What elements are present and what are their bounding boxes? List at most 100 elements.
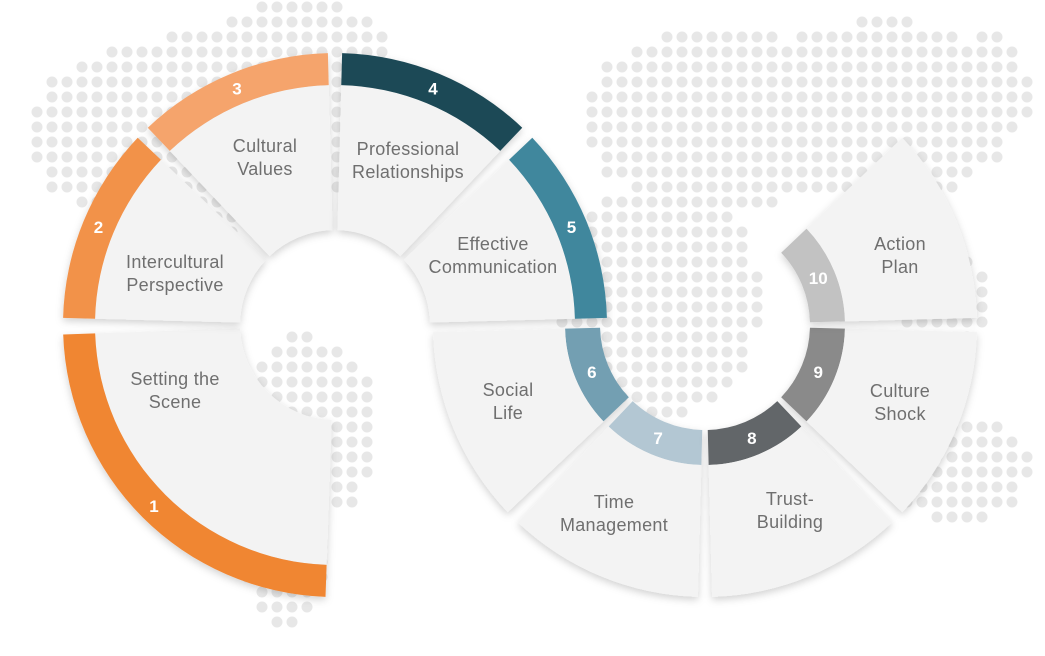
map-dot (691, 271, 703, 283)
map-dot (856, 31, 868, 43)
map-dot (46, 121, 58, 133)
map-dot (346, 466, 358, 478)
map-dot (616, 376, 628, 388)
map-dot (1006, 451, 1018, 463)
map-dot (751, 196, 763, 208)
map-dot (181, 61, 193, 73)
map-dot (841, 31, 853, 43)
map-dot (646, 166, 658, 178)
map-dot (361, 406, 373, 418)
map-dot (961, 46, 973, 58)
map-dot (736, 316, 748, 328)
map-dot (766, 166, 778, 178)
map-dot (721, 136, 733, 148)
map-dot (961, 136, 973, 148)
segment-panel (169, 85, 333, 257)
map-dot (931, 31, 943, 43)
map-dot (646, 346, 658, 358)
map-dot (586, 121, 598, 133)
map-dot (976, 61, 988, 73)
map-dot (166, 61, 178, 73)
map-dot (796, 136, 808, 148)
segment-10 (781, 137, 977, 323)
map-dot (91, 151, 103, 163)
map-dot (946, 76, 958, 88)
map-dot (781, 46, 793, 58)
map-dot (916, 31, 928, 43)
map-dot (646, 46, 658, 58)
map-dot (871, 121, 883, 133)
map-dot (706, 286, 718, 298)
map-dot (691, 106, 703, 118)
map-dot (331, 496, 343, 508)
map-dot (691, 31, 703, 43)
map-dot (616, 166, 628, 178)
map-dot (316, 376, 328, 388)
map-dot (316, 31, 328, 43)
map-dot (271, 601, 283, 613)
map-dot (751, 286, 763, 298)
map-dot (976, 466, 988, 478)
map-dot (646, 181, 658, 193)
map-dot (181, 46, 193, 58)
map-dot (691, 121, 703, 133)
map-dot (91, 61, 103, 73)
map-dot (271, 376, 283, 388)
map-dot (646, 316, 658, 328)
map-dot (646, 286, 658, 298)
map-dot (841, 121, 853, 133)
map-dot (931, 166, 943, 178)
map-dot (811, 91, 823, 103)
map-dot (751, 121, 763, 133)
map-dot (736, 106, 748, 118)
segment-9 (781, 327, 977, 513)
map-dot (766, 106, 778, 118)
map-dot (661, 361, 673, 373)
map-dot (286, 616, 298, 628)
map-dot (751, 181, 763, 193)
map-dot (661, 31, 673, 43)
segment-label-line: Trust- (766, 489, 814, 509)
map-dot (946, 166, 958, 178)
map-dot (151, 46, 163, 58)
segment-band (781, 228, 845, 323)
map-dot (961, 466, 973, 478)
map-dot (286, 1, 298, 13)
map-dot (961, 61, 973, 73)
map-dot (796, 76, 808, 88)
map-dot (706, 346, 718, 358)
segment-band (608, 401, 703, 465)
map-dot (901, 31, 913, 43)
map-dot (811, 106, 823, 118)
map-dot (1006, 436, 1018, 448)
map-dot (766, 61, 778, 73)
map-dot (781, 76, 793, 88)
map-dot (646, 271, 658, 283)
map-dot (286, 16, 298, 28)
map-dot (331, 466, 343, 478)
map-dot (826, 151, 838, 163)
map-dot (601, 256, 613, 268)
map-dot (721, 316, 733, 328)
map-dot (931, 121, 943, 133)
map-dot (271, 616, 283, 628)
map-dot (706, 241, 718, 253)
map-dot (241, 31, 253, 43)
map-dot (856, 76, 868, 88)
map-dot (616, 76, 628, 88)
map-dot (271, 31, 283, 43)
map-dot (931, 46, 943, 58)
map-dot (736, 196, 748, 208)
map-dot (961, 436, 973, 448)
segment-panel (403, 159, 575, 323)
map-dot (631, 76, 643, 88)
segment-label-line: Cultural (233, 136, 297, 156)
map-dot (601, 121, 613, 133)
map-dot (331, 1, 343, 13)
segment-band (63, 333, 327, 597)
map-dot (781, 121, 793, 133)
map-dot (826, 136, 838, 148)
map-dot (661, 181, 673, 193)
segment-band (565, 327, 629, 422)
